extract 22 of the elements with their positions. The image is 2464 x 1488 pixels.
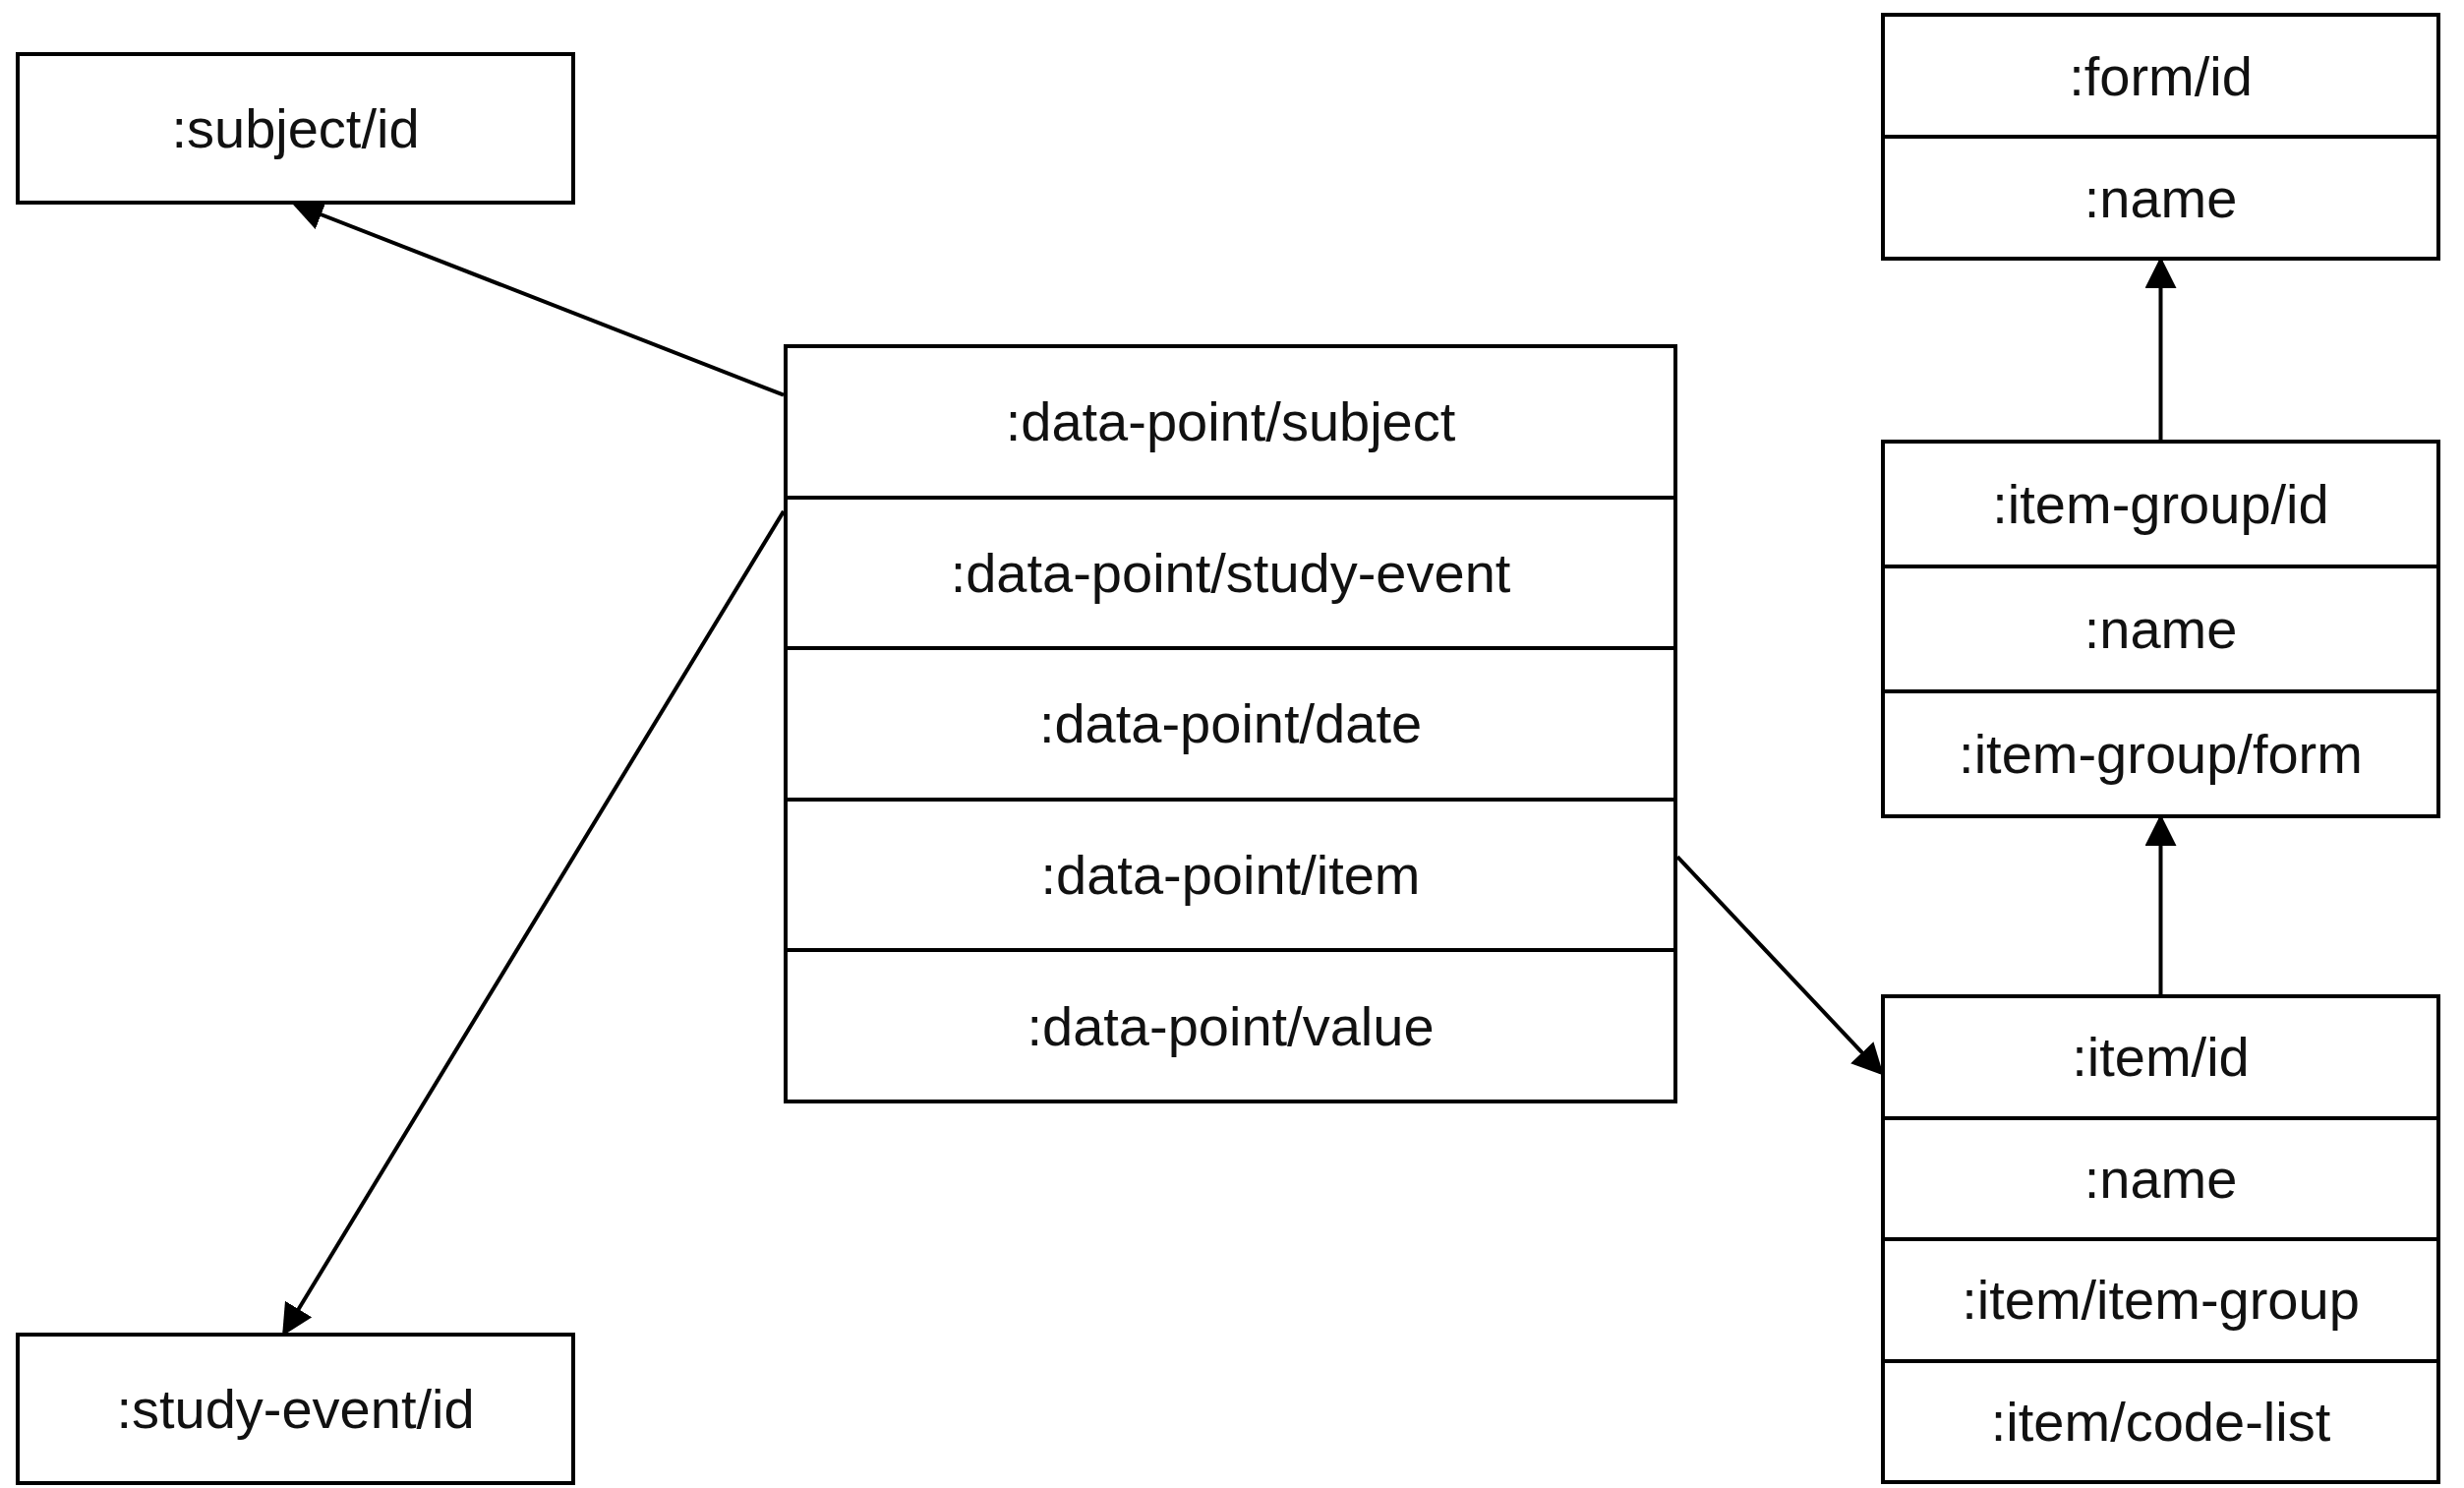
entity-table <box>1881 994 2440 1484</box>
attribute-row-text: :form/id <box>2068 43 2254 109</box>
entity-table <box>16 52 575 205</box>
attribute-row-text: :study-event/id <box>115 1377 476 1442</box>
attribute-row-text: :data-point/subject <box>1004 389 1457 455</box>
entity-table <box>16 1333 575 1485</box>
attribute-row-text: :item-group/id <box>1991 472 2330 537</box>
attribute-row: :data-point/study-event <box>788 495 1673 647</box>
attribute-row: :data-point/item <box>788 797 1673 949</box>
entity-table <box>1881 440 2440 818</box>
attribute-row: :item/code-list <box>1885 1358 2436 1480</box>
attribute-row: :data-point/date <box>788 646 1673 798</box>
attribute-row-text: :item/id <box>2071 1025 2251 1091</box>
entity-table <box>1881 13 2440 261</box>
entity-table <box>784 344 1677 1103</box>
attribute-row: :item/item-group <box>1885 1237 2436 1359</box>
attribute-row: :name <box>1885 1115 2436 1237</box>
attribute-row: :data-point/value <box>788 948 1673 1100</box>
attribute-row-text: :subject/id <box>170 96 421 161</box>
attribute-row: :name <box>1885 135 2436 257</box>
attribute-row: :item-group/form <box>1885 689 2436 814</box>
attribute-row: :name <box>1885 565 2436 689</box>
